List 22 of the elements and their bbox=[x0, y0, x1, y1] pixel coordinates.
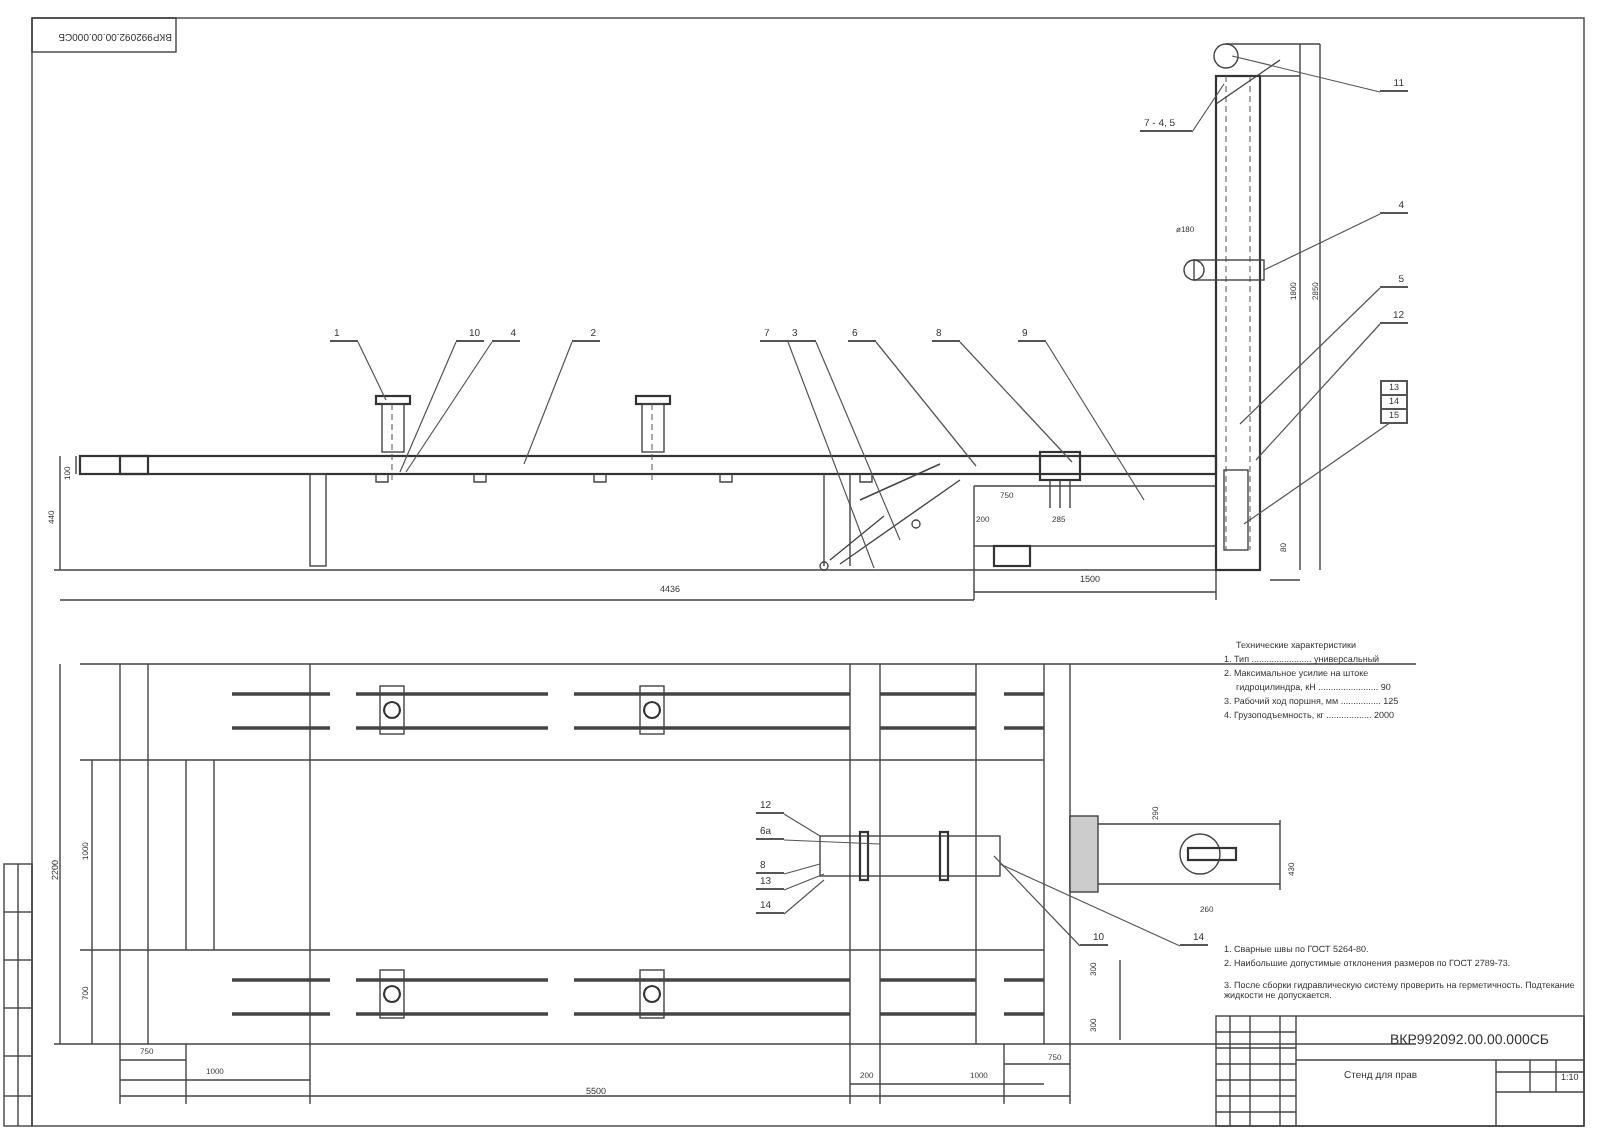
leader-line bbox=[999, 863, 1181, 947]
leader-line bbox=[783, 873, 825, 891]
leader-line bbox=[783, 813, 821, 837]
callout-stack bbox=[1380, 380, 1408, 424]
leader-line bbox=[399, 341, 457, 473]
leader-line bbox=[959, 341, 1073, 463]
leader-line bbox=[783, 879, 825, 915]
leader-line bbox=[787, 341, 875, 569]
leader-line bbox=[523, 341, 573, 465]
leader-line bbox=[993, 855, 1081, 947]
leader-line bbox=[1191, 83, 1225, 133]
leader-line bbox=[875, 341, 977, 467]
leader-line bbox=[1239, 287, 1381, 425]
leader-line bbox=[815, 341, 901, 541]
leader-line bbox=[783, 863, 821, 875]
leader-line bbox=[1263, 213, 1381, 271]
leader-line bbox=[783, 839, 881, 845]
leader-line bbox=[1231, 55, 1381, 93]
leader-line bbox=[357, 341, 387, 401]
leader-line bbox=[1255, 323, 1381, 461]
leader-line bbox=[1045, 341, 1145, 501]
leader-line bbox=[405, 341, 493, 473]
